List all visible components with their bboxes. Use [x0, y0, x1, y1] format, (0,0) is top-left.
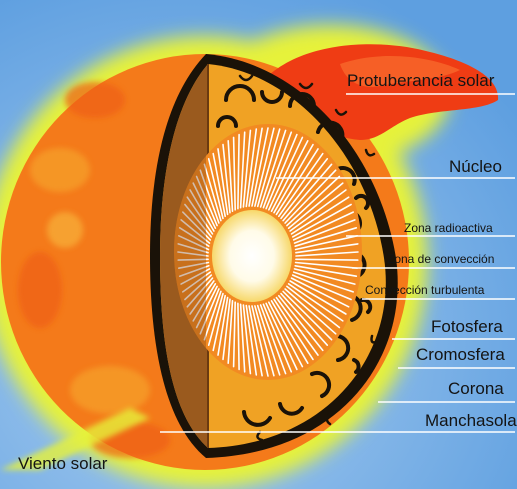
label-cromosfera: Cromosfera [416, 346, 505, 363]
label-zona-radioactiva: Zona radioactiva [404, 222, 493, 234]
radiative-ray [296, 259, 358, 260]
label-protuberancia-solar: Protuberancia solar [347, 72, 494, 89]
label-fotosfera: Fotosfera [431, 318, 503, 335]
label-conveccion-turbulenta: Convección turbulenta [365, 284, 484, 296]
label-corona: Corona [448, 380, 504, 397]
label-manchasolar: Manchasolar [425, 412, 517, 429]
core [212, 210, 292, 302]
label-viento-solar: Viento solar [18, 455, 107, 472]
label-zona-conveccion: Zona de convección [387, 253, 494, 265]
label-nucleo: Núcleo [449, 158, 502, 175]
